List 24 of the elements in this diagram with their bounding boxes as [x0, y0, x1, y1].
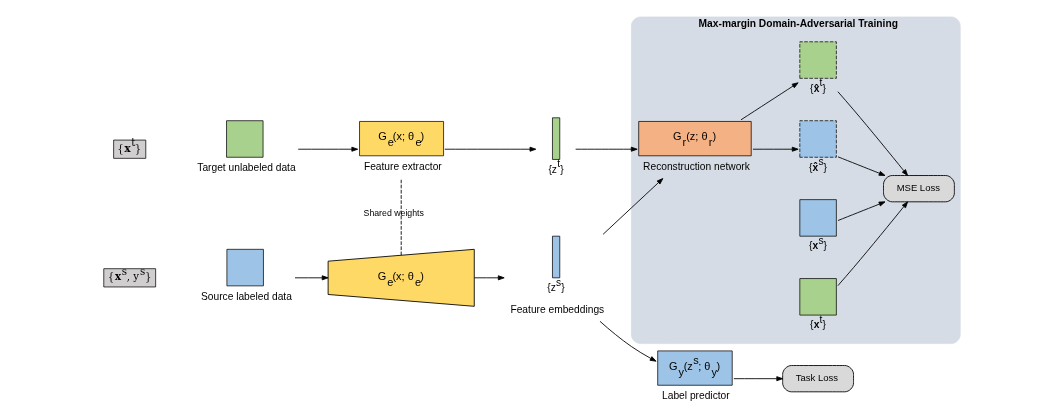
node-box: Task Loss: [782, 365, 854, 393]
arrow: [602, 178, 664, 235]
node-label: Label predictor: [662, 390, 730, 402]
node-label: Target unlabeled data: [197, 162, 296, 174]
arrow: [837, 201, 909, 287]
arrow: [740, 82, 799, 121]
arrow: [837, 91, 909, 176]
node-box: MSE Loss: [883, 175, 955, 203]
arrow: [837, 156, 886, 176]
arrow: [575, 146, 638, 152]
arrow: [474, 275, 505, 281]
node-label: Feature extractor: [363, 160, 442, 172]
edge-label: Shared weights: [363, 208, 424, 219]
arrow: [752, 146, 799, 152]
node-label: Reconstruction network: [643, 160, 750, 172]
arrow: [294, 275, 329, 281]
arrow: [599, 320, 657, 362]
node-label: Feature embeddings: [510, 304, 605, 316]
arrow: [733, 376, 784, 382]
arrow: [444, 146, 537, 152]
arrow: [837, 201, 886, 221]
node-label: Source labeled data: [200, 290, 292, 302]
arrow: [297, 146, 359, 152]
connector: [400, 178, 402, 256]
